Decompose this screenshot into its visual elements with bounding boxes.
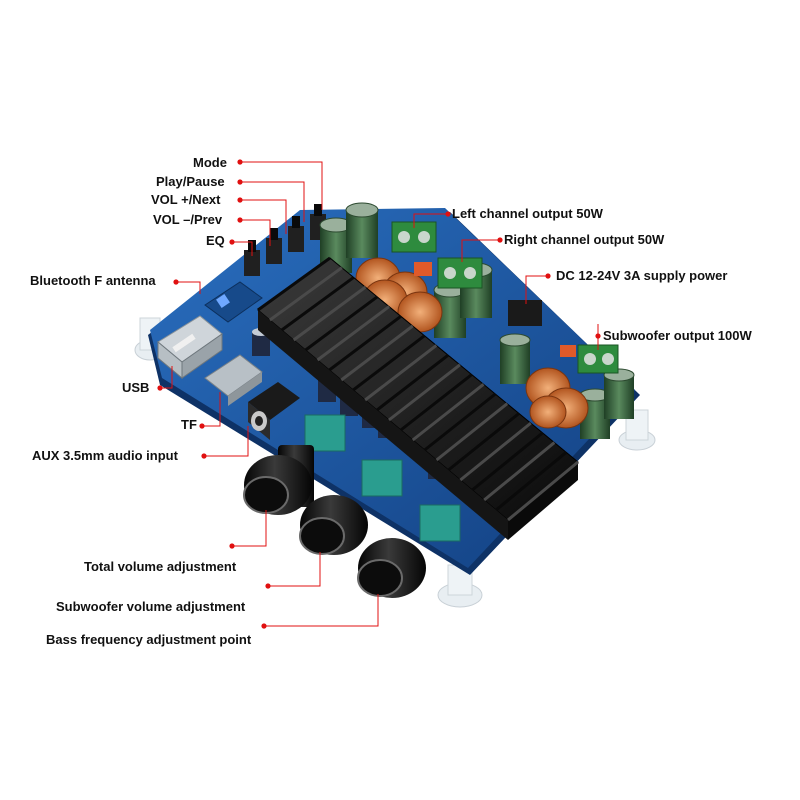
heatsink-fin (495, 451, 568, 512)
aux-jack (248, 382, 300, 440)
leader-bt-antenna (176, 281, 201, 294)
heatsink-fin (411, 383, 485, 442)
leader-total-volume (232, 510, 267, 547)
heatsink-fins (257, 256, 579, 522)
label-play-pause: Play/Pause (156, 174, 225, 189)
usb-port (157, 315, 223, 380)
subwoofer-volume-pot (299, 459, 403, 555)
leader-right-out (461, 239, 500, 262)
leader-lines (160, 161, 599, 627)
leader-left-out (413, 213, 448, 228)
label-total-volume: Total volume adjustment (84, 559, 237, 574)
heatsink-fin (388, 363, 461, 422)
leader-tf (202, 392, 221, 427)
label-tf: TF (181, 417, 197, 432)
leader-mode (240, 161, 323, 210)
label-bt-antenna: Bluetooth F antenna (30, 273, 156, 288)
leader-aux (204, 426, 249, 457)
leader-dots (157, 159, 601, 629)
heatsink-fin (328, 315, 402, 372)
leader-dc (525, 275, 548, 304)
label-vol-next: VOL +/Next (151, 192, 221, 207)
bass-frequency-pot (357, 504, 461, 598)
heatsink-fin (471, 431, 544, 492)
heatsink-fin (352, 334, 426, 392)
label-sub-out: Subwoofer output 100W (603, 328, 752, 343)
leader-sub-volume (268, 552, 321, 587)
heatsink-fin (507, 460, 579, 522)
heatsink-fin (376, 353, 450, 412)
heatsink-fin (292, 285, 367, 342)
heatsink-fin (399, 373, 473, 432)
label-mode: Mode (193, 155, 227, 170)
label-usb: USB (122, 380, 150, 395)
heatsink-fin (340, 324, 414, 382)
leader-vol-prev (240, 219, 271, 246)
heatsink-fin (447, 412, 520, 472)
leader-vol-next (240, 199, 287, 234)
heatsink-fin (483, 441, 556, 502)
heatsink-fin (304, 295, 379, 352)
heatsink-fin (459, 421, 532, 482)
total-volume-pot (243, 414, 346, 515)
heatsink-fin (269, 266, 343, 322)
heatsink-fin (280, 276, 355, 332)
label-vol-prev: VOL –/Prev (153, 212, 223, 227)
heatsink-fin (423, 392, 497, 452)
leader-eq (232, 241, 253, 256)
label-dc-power: DC 12-24V 3A supply power (556, 268, 728, 283)
heatsink-fin (364, 344, 438, 402)
leader-play-pause (240, 181, 305, 222)
leader-bass (264, 594, 379, 627)
heatsink-fin (435, 402, 509, 462)
label-bass-freq: Bass frequency adjustment point (46, 632, 252, 647)
tf-card-slot (204, 354, 263, 406)
label-eq: EQ (206, 233, 225, 248)
label-right-out: Right channel output 50W (504, 232, 665, 247)
heatsink (257, 257, 579, 540)
heatsink-fin (316, 305, 390, 362)
bluetooth-module (204, 281, 263, 323)
label-aux: AUX 3.5mm audio input (32, 448, 178, 463)
leader-usb (160, 366, 173, 389)
label-sub-volume: Subwoofer volume adjustment (56, 599, 246, 614)
output-terminals (391, 221, 619, 374)
heatsink-fin (257, 256, 331, 312)
label-left-out: Left channel output 50W (452, 206, 603, 221)
